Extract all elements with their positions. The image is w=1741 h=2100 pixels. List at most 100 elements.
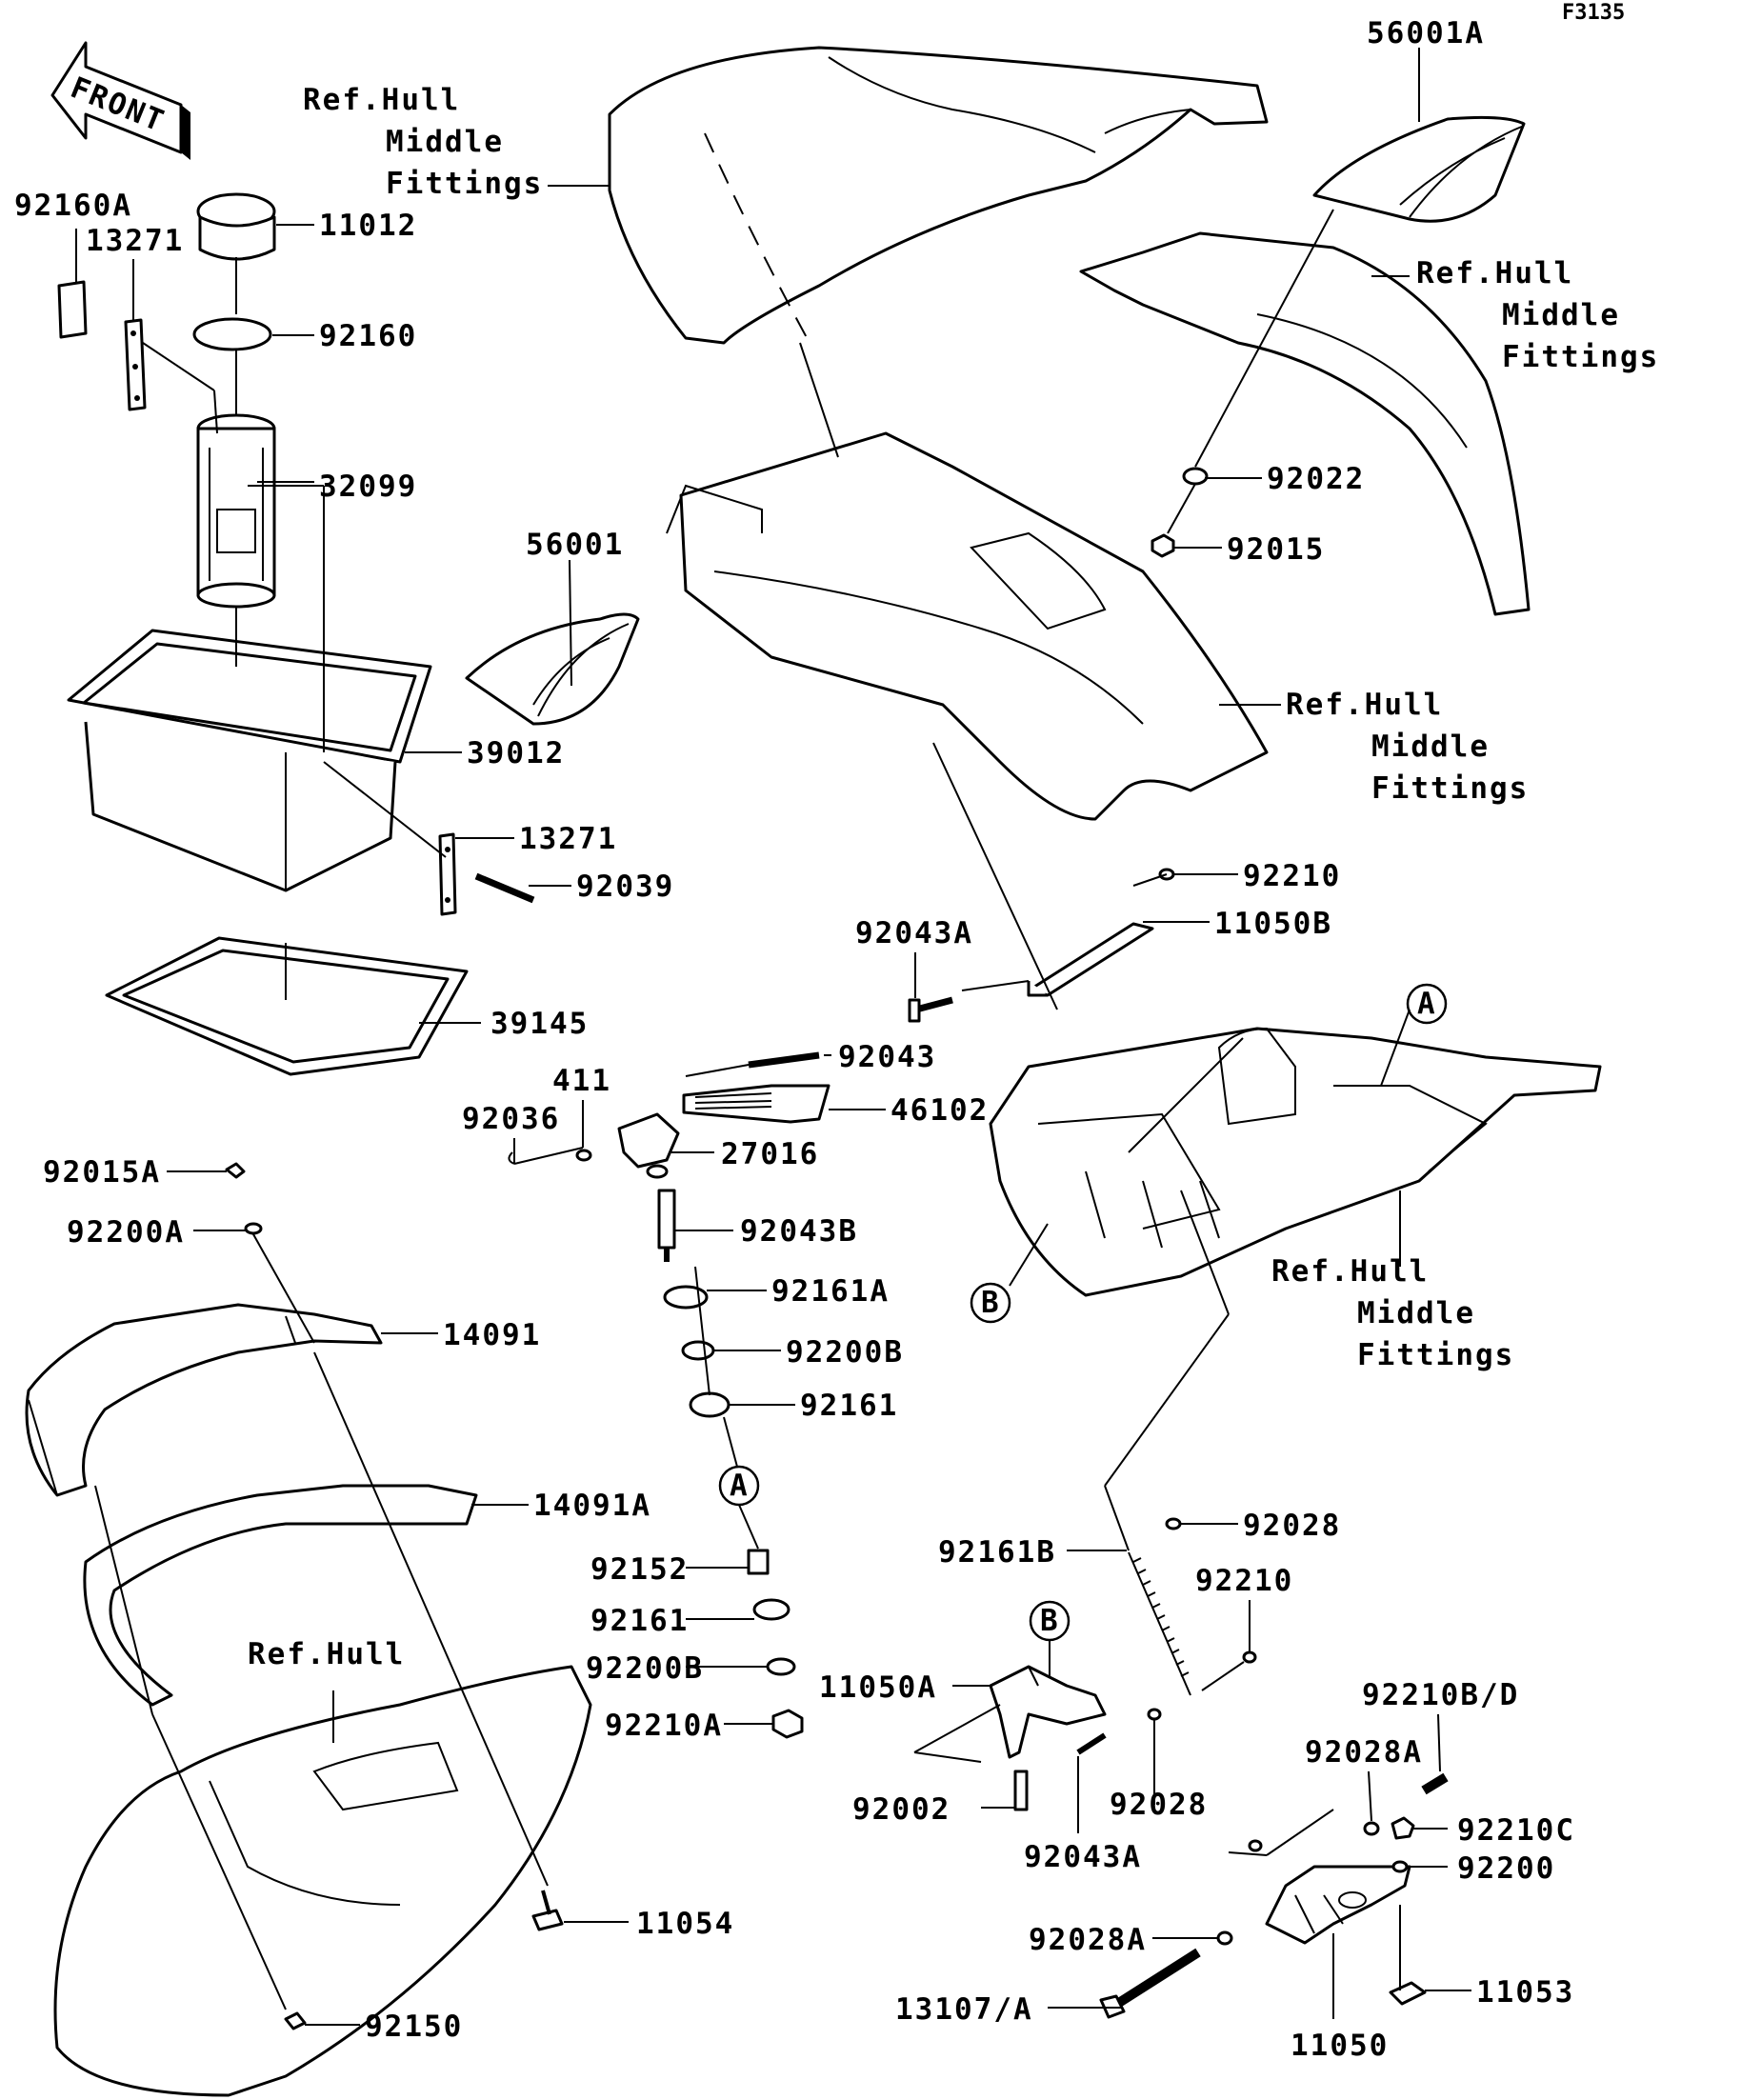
- bin-39012: [67, 629, 432, 892]
- tube-32099: [196, 413, 276, 609]
- washer-92200B-top: [681, 1340, 715, 1361]
- label-14091: 14091: [443, 1318, 541, 1352]
- label-46102: 46102: [891, 1093, 989, 1128]
- washer-92200: [1391, 1860, 1409, 1873]
- callout-b-tray: [970, 1282, 1011, 1324]
- rail-14091A: [83, 1484, 478, 1707]
- bolt-92002: [1013, 1770, 1029, 1811]
- label-11012: 11012: [319, 209, 417, 243]
- label-92150: 92150: [365, 2010, 463, 2044]
- bracket-11050B: [1027, 922, 1154, 997]
- label-11050A: 11050A: [819, 1670, 937, 1705]
- ref-hull-middle-2-line2: Middle: [1502, 298, 1620, 332]
- rail-14091: [25, 1303, 383, 1497]
- label-92161B: 92161B: [938, 1535, 1056, 1570]
- label-92200: 92200: [1457, 1851, 1555, 1886]
- ref-hull-middle-4-line3: Fittings: [1357, 1338, 1514, 1372]
- screw-92210-lower: [1242, 1650, 1257, 1664]
- cap-11012: [196, 192, 276, 261]
- cleat-11050: [1265, 1865, 1411, 1945]
- label-39012: 39012: [467, 736, 565, 770]
- ref-hull-middle-2-line3: Fittings: [1502, 340, 1659, 374]
- label-92002: 92002: [852, 1792, 951, 1827]
- screw-92039: [474, 872, 535, 904]
- front-arrow-icon: FRONT: [50, 41, 190, 160]
- bolt-92043B: [657, 1189, 676, 1262]
- label-92160: 92160: [319, 319, 417, 353]
- washer-92028A-top: [1363, 1821, 1380, 1836]
- label-32099: 32099: [319, 470, 417, 504]
- grommet-92161-top: [689, 1391, 730, 1418]
- bolt-92210BD: [1421, 1772, 1449, 1795]
- strip-13271: [124, 318, 147, 411]
- washer-411: [575, 1149, 592, 1162]
- part-labels: 56001A 92160A 13271 11012 92160 32099 56…: [14, 16, 1659, 2063]
- ref-hull-middle-1-line3: Fittings: [386, 167, 543, 201]
- seat-lower: [666, 431, 1269, 821]
- ref-hull-middle-4-line1: Ref.Hull: [1271, 1254, 1429, 1289]
- label-92200A: 92200A: [67, 1215, 185, 1250]
- bolt-92150: [284, 2011, 307, 2030]
- washer-92200A: [244, 1222, 263, 1235]
- label-39145: 39145: [490, 1007, 589, 1041]
- label-92043: 92043: [838, 1040, 936, 1074]
- washer-92028-top: [1165, 1517, 1182, 1530]
- label-92039: 92039: [576, 870, 674, 904]
- ref-hull-middle-3-line1: Ref.Hull: [1286, 688, 1443, 722]
- washer-92022: [1182, 467, 1209, 486]
- washer-92028A-mid: [1248, 1839, 1263, 1852]
- spring-92161B: [1128, 1551, 1191, 1696]
- nut-92015A: [225, 1162, 246, 1179]
- label-92028A-top: 92028A: [1305, 1735, 1423, 1770]
- ref-hull-middle-2-line1: Ref.Hull: [1416, 256, 1573, 290]
- label-92161-top: 92161: [800, 1389, 898, 1423]
- label-92028-top: 92028: [1243, 1509, 1341, 1543]
- label-92200B-bottom: 92200B: [586, 1651, 704, 1686]
- gasket-92160: [192, 317, 272, 351]
- label-11050: 11050: [1291, 2029, 1389, 2063]
- ref-hull-middle-4-line2: Middle: [1357, 1296, 1475, 1330]
- clip-92036: [508, 1147, 584, 1165]
- label-92152: 92152: [590, 1552, 689, 1587]
- cover-56001A: [1312, 115, 1526, 223]
- bracket-13271: [438, 832, 457, 916]
- label-92015: 92015: [1227, 532, 1325, 567]
- floor-tray: [989, 1027, 1602, 1297]
- callout-b-lower-label: B: [1040, 1604, 1060, 1638]
- ref-hull-label: Ref.Hull: [248, 1637, 405, 1671]
- strip-92160A: [57, 280, 88, 339]
- callout-a-tray: [1406, 983, 1448, 1025]
- ref-hull-middle-3-line3: Fittings: [1371, 771, 1529, 806]
- label-92160A: 92160A: [14, 189, 132, 223]
- ref-hull-middle-1-line2: Middle: [386, 125, 504, 159]
- label-11054: 11054: [636, 1907, 734, 1941]
- seat-top: [608, 46, 1269, 345]
- label-92028-lower: 92028: [1110, 1788, 1208, 1822]
- label-92043A-lower: 92043A: [1024, 1840, 1142, 1874]
- label-14091A: 14091A: [533, 1489, 651, 1523]
- label-92210-top: 92210: [1243, 859, 1341, 893]
- label-11053: 11053: [1476, 1975, 1574, 2010]
- leader-lines: [75, 48, 1471, 2026]
- label-92036: 92036: [462, 1102, 560, 1136]
- ref-hull-middle-1-line1: Ref.Hull: [303, 83, 460, 117]
- label-92210-lower: 92210: [1195, 1564, 1293, 1598]
- label-92043B: 92043B: [740, 1214, 858, 1249]
- switch-27016: [617, 1112, 680, 1179]
- grommet-92161A: [663, 1285, 709, 1310]
- label-92043A-top: 92043A: [855, 916, 973, 950]
- callout-b-tray-label: B: [981, 1286, 1001, 1320]
- nut-92015: [1151, 533, 1175, 558]
- washer-92028-lower: [1147, 1708, 1162, 1721]
- bolt-92043: [748, 1051, 820, 1069]
- cover-56001: [465, 612, 640, 726]
- callout-a-tray-label: A: [1417, 987, 1437, 1021]
- plate-11053: [1389, 1981, 1427, 2006]
- washer-92200B-bottom: [766, 1657, 796, 1676]
- label-92210C: 92210C: [1457, 1813, 1575, 1848]
- bolt-11054: [531, 1890, 564, 1931]
- nut-92210A: [771, 1709, 804, 1739]
- label-13107A: 13107/A: [895, 1992, 1033, 2027]
- figure-code: F3135: [1562, 1, 1625, 25]
